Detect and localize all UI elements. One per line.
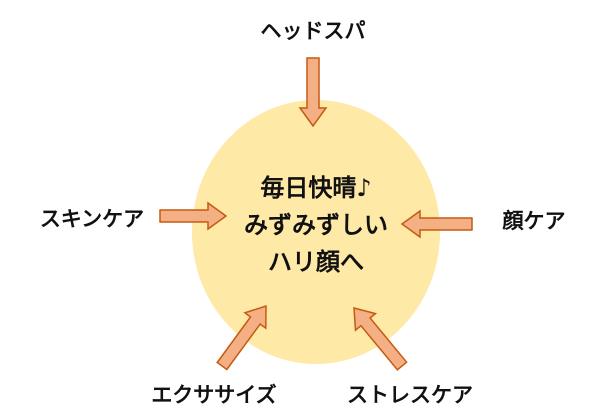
label-exercise: エクササイズ bbox=[151, 383, 276, 407]
arrow-face-care bbox=[400, 209, 473, 239]
arrows-group bbox=[159, 57, 473, 371]
center-text-line-3: ハリ顔へ bbox=[268, 248, 364, 276]
label-stress-care: ストレスケア bbox=[347, 383, 473, 407]
center-circle bbox=[192, 100, 440, 364]
label-head-spa: ヘッドスパ bbox=[261, 19, 366, 43]
center-text-line-2: みずみずしい bbox=[244, 211, 388, 239]
arrow-exercise bbox=[216, 304, 267, 371]
arrow-skin-care bbox=[159, 201, 228, 231]
label-face-care: 顔ケア bbox=[502, 209, 566, 233]
arrow-stress-care bbox=[353, 307, 408, 371]
label-skin-care: スキンケア bbox=[40, 207, 144, 231]
arrow-head-spa bbox=[298, 57, 328, 128]
center-text-line-1: 毎日快晴♪ bbox=[260, 174, 371, 202]
